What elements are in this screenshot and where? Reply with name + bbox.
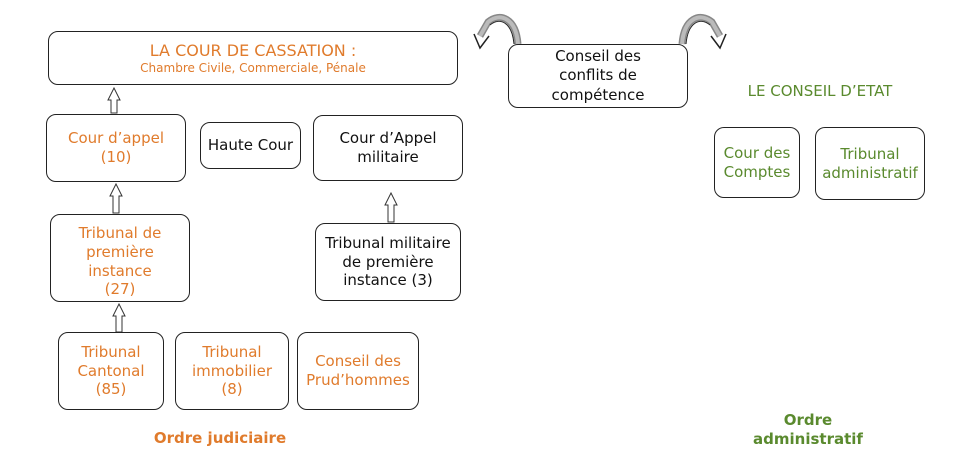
ordre-administratif-line1: Ordre <box>783 411 833 429</box>
up-arrow-icon <box>109 182 123 214</box>
cour-appel-line2: (10) <box>100 148 132 166</box>
conseil-des-conflits-box: Conseil des conflits de compétence <box>508 44 688 108</box>
tribunal-militaire-box: Tribunal militaire de première instance … <box>315 223 461 301</box>
tribunal-cantonal-box: Tribunal Cantonal (85) <box>58 332 164 410</box>
prudhommes-line2: Prud’hommes <box>306 371 410 389</box>
cour-des-comptes-box: Cour des Comptes <box>714 127 800 198</box>
ordre-administratif-label: Ordre administratif <box>728 411 888 449</box>
tribunal-premiere-line1: Tribunal de <box>78 224 162 242</box>
prudhommes-box: Conseil des Prud’hommes <box>297 332 419 410</box>
cassation-subtitle: Chambre Civile, Commerciale, Pénale <box>140 60 366 75</box>
cour-appel-line1: Cour d’appel <box>67 129 164 148</box>
tribunal-cantonal-line2: Cantonal <box>77 361 145 380</box>
cour-appel-militaire-line2: militaire <box>357 148 419 166</box>
tribunal-immobilier-box: Tribunal immobilier (8) <box>175 332 289 410</box>
curved-arrow-left-icon <box>473 14 522 50</box>
tribunal-immobilier-line3: (8) <box>221 380 243 399</box>
up-arrow-icon <box>384 191 398 223</box>
cour-comptes-line1: Cour des <box>723 143 791 162</box>
up-arrow-icon <box>112 302 126 333</box>
tribunal-immobilier-line1: Tribunal <box>202 342 262 361</box>
tribunal-premiere-line2: première <box>86 242 154 261</box>
cour-appel-box: Cour d’appel (10) <box>46 114 186 182</box>
haute-cour-label: Haute Cour <box>207 136 294 155</box>
cour-appel-militaire-box: Cour d’Appel militaire <box>313 115 463 181</box>
conseil-etat-label: LE CONSEIL D’ETAT <box>747 82 893 100</box>
ordre-judiciaire-label: Ordre judiciaire <box>153 429 287 447</box>
tribunal-cantonal-line3: (85) <box>95 380 127 399</box>
tribunal-premiere-line4: (27) <box>104 280 136 299</box>
tribunal-cantonal-line1: Tribunal <box>81 342 141 361</box>
tribunal-administratif-box: Tribunal administratif <box>815 127 925 200</box>
tribunal-militaire-line1: Tribunal militaire <box>325 233 451 252</box>
cour-appel-militaire-line1: Cour d’Appel <box>339 129 437 148</box>
up-arrow-icon <box>107 86 121 114</box>
tribunal-militaire-line2: de première <box>342 252 434 271</box>
tribunal-admin-line2: administratif <box>822 163 918 182</box>
tribunal-admin-line1: Tribunal <box>840 144 900 163</box>
tribunal-premiere-line3: instance <box>88 261 152 280</box>
conflits-label: Conseil des conflits de compétence <box>551 46 645 104</box>
cour-de-cassation-box: LA COUR DE CASSATION : Chambre Civile, C… <box>48 31 458 85</box>
tribunal-militaire-line3: instance (3) <box>343 271 433 290</box>
cassation-title: LA COUR DE CASSATION : <box>149 40 357 60</box>
haute-cour-box: Haute Cour <box>200 122 301 169</box>
ordre-administratif-line2: administratif <box>753 429 863 448</box>
prudhommes-line1: Conseil des <box>315 352 401 371</box>
tribunal-premiere-instance-box: Tribunal de première instance (27) <box>50 214 190 302</box>
tribunal-immobilier-line2: immobilier <box>192 361 272 380</box>
curved-arrow-right-icon <box>678 14 727 50</box>
cour-comptes-line2: Comptes <box>723 162 791 181</box>
